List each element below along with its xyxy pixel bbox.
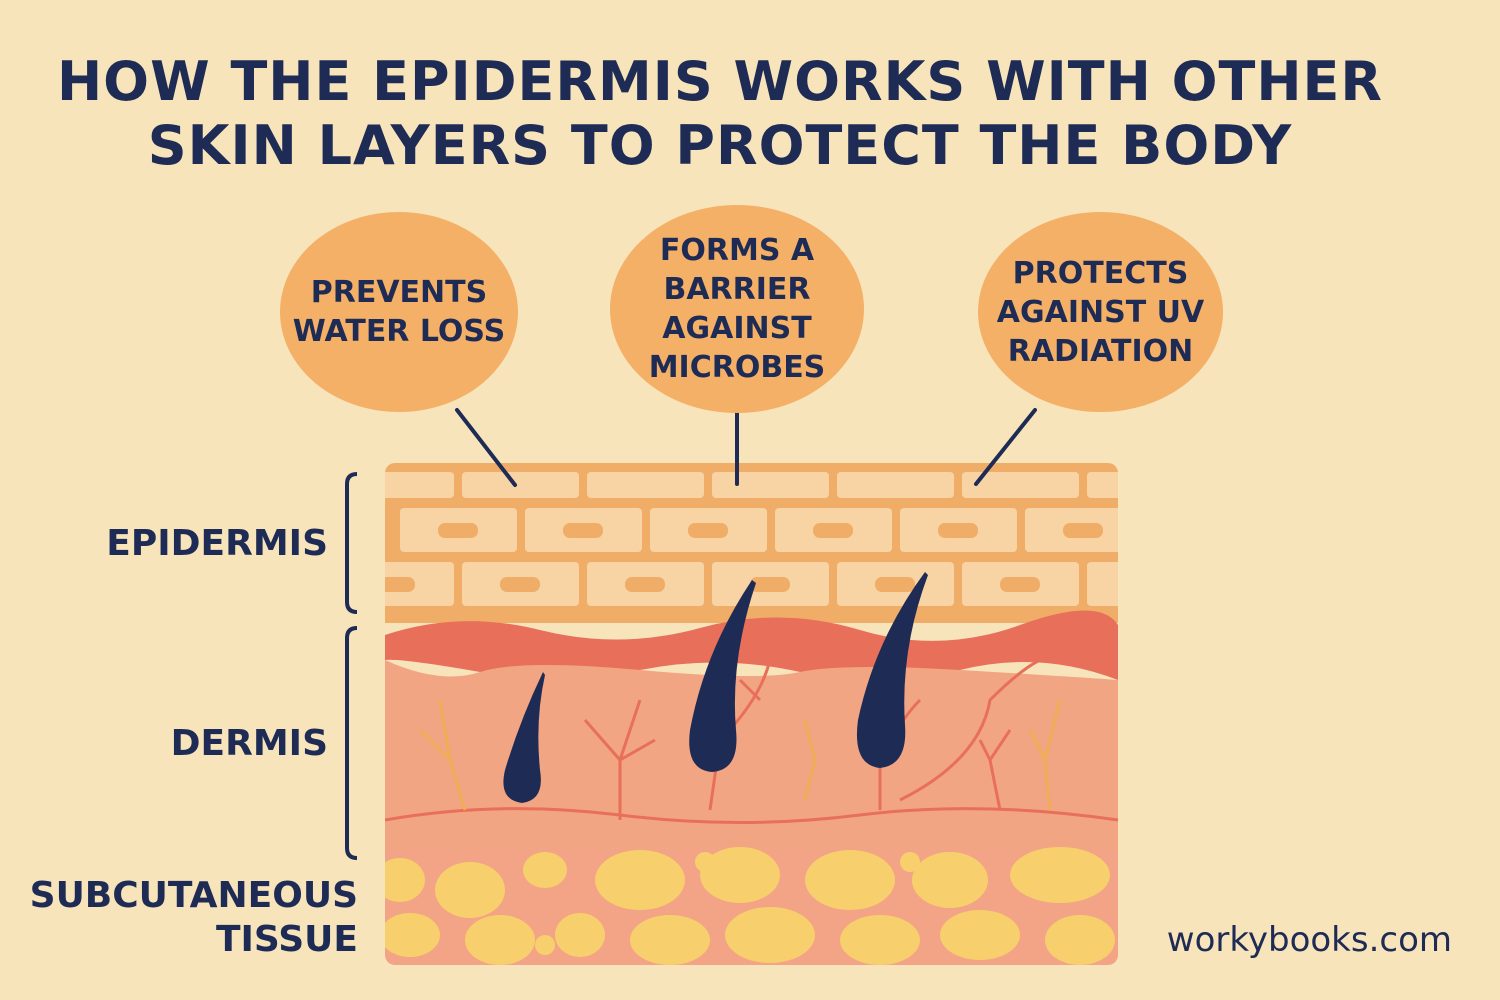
epidermis-cell (1087, 562, 1118, 606)
cell-nucleus (875, 577, 915, 592)
bubble-water-loss: PREVENTS WATER LOSS (280, 212, 518, 412)
epidermis-cell (712, 472, 829, 498)
cell-nucleus (938, 523, 978, 538)
bubble-microbes: FORMS A BARRIER AGAINST MICROBES (610, 205, 864, 413)
cell-nucleus (563, 523, 603, 538)
dermis-top-band (385, 610, 1118, 681)
epidermis-cells (385, 472, 1165, 606)
epidermis-cell (462, 472, 579, 498)
cell-nucleus (500, 577, 540, 592)
epidermis-cell (837, 472, 954, 498)
cell-nucleus (438, 523, 478, 538)
page-title: HOW THE EPIDERMIS WORKS WITH OTHER (56, 50, 1384, 113)
cell-nucleus (813, 523, 853, 538)
hair-follicles (503, 572, 928, 803)
bubble-uv: PROTECTS AGAINST UV RADIATION (978, 212, 1223, 412)
cell-nucleus (625, 577, 665, 592)
site-credit: workybooks.com (1166, 920, 1452, 960)
epidermis-cell (962, 472, 1079, 498)
page-title-line2: SKIN LAYERS TO PROTECT THE BODY (147, 114, 1293, 177)
label-tissue: TISSUE (215, 919, 358, 960)
label-epidermis: EPIDERMIS (106, 523, 328, 564)
cell-nucleus (385, 577, 415, 592)
cell-nucleus (1063, 523, 1103, 538)
layer-brackets (345, 472, 358, 860)
cell-nucleus (688, 523, 728, 538)
cell-nucleus (1000, 577, 1040, 592)
cell-nucleus (750, 577, 790, 592)
label-dermis: DERMIS (170, 723, 328, 764)
connector-lines (455, 408, 1037, 487)
epidermis-cell (1087, 472, 1118, 498)
epidermis-cell (587, 472, 704, 498)
cell-nucleus (1125, 577, 1165, 592)
fat-cells (385, 847, 1115, 965)
label-subcutaneous: SUBCUTANEOUS (29, 875, 358, 916)
epidermis-cell (385, 472, 454, 498)
